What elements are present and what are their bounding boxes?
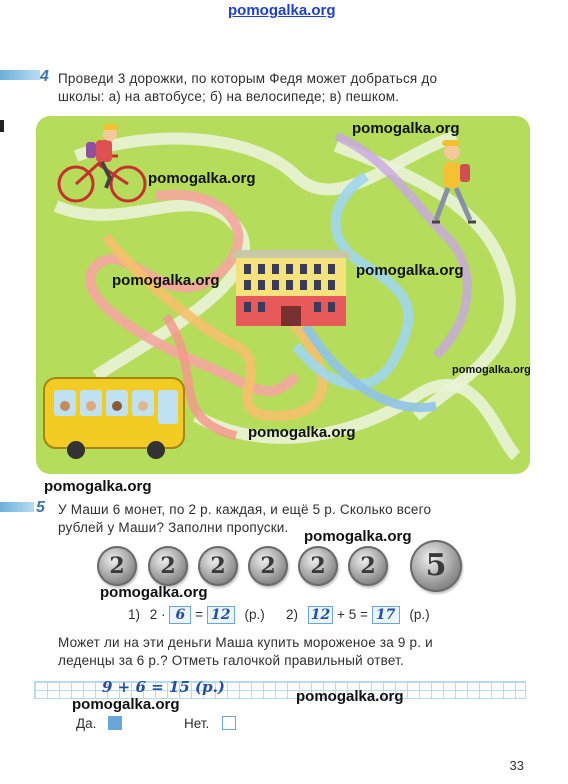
watermark-coins-2[interactable]: pomogalka.org (100, 584, 208, 601)
answer-grid (34, 681, 526, 699)
coin-value: 5 (425, 548, 447, 583)
bus (43, 377, 185, 459)
eq2-unit: (р.) (409, 607, 430, 622)
equation-2: 2) 12 + 5 = 17 (р.) (286, 606, 430, 624)
eq1-a: 2 (149, 607, 158, 622)
task5-line2: рублей у Маши? Заполни пропуски. (58, 520, 289, 535)
task4-number: 4 (40, 68, 49, 85)
eq1-label: 1) (128, 607, 141, 622)
coin-value: 2 (360, 553, 376, 579)
eq1-result-field[interactable]: 12 (206, 606, 235, 624)
task5-number: 5 (36, 499, 45, 516)
eq1-eq: = (195, 607, 203, 622)
task5-strip (0, 502, 34, 512)
task4-line1: Проведи 3 дорожки, по которым Федя может… (58, 71, 438, 86)
eq1-b-field[interactable]: 6 (169, 606, 192, 624)
coin-2-rub: 2 (198, 546, 238, 586)
eq2-a-field[interactable]: 12 (307, 606, 334, 624)
yes-checkbox[interactable] (108, 716, 122, 730)
eq2-eq: = (359, 607, 368, 622)
watermark-maze-3[interactable]: pomogalka.org (112, 272, 220, 289)
yes-label: Да. (76, 716, 97, 731)
answer-text[interactable]: 9 + 6 = 15 (р.) (102, 678, 225, 696)
eq1-op: · (161, 607, 166, 622)
coin-2-rub: 2 (248, 546, 288, 586)
coin-5-rub: 5 (410, 540, 462, 592)
task4-line2: школы: а) на автобусе; б) на велосипеде;… (58, 89, 400, 104)
coin-value: 2 (310, 553, 326, 579)
question-line1: Может ли на эти деньги Маша купить морож… (58, 635, 433, 650)
coin-value: 2 (260, 553, 276, 579)
task5-line1: У Маши 6 монет, по 2 р. каждая, и ещё 5 … (58, 502, 432, 517)
cyclist (57, 124, 147, 203)
school-windows (244, 264, 335, 312)
watermark-coins-1[interactable]: pomogalka.org (304, 528, 412, 545)
coin-2-rub: 2 (348, 546, 388, 586)
side-marker (0, 120, 4, 132)
eq2-b: 5 (348, 607, 357, 622)
no-label: Нет. (184, 716, 210, 731)
question-line2: леденцы за 6 р.? Отметь галочкой правиль… (58, 653, 404, 668)
eq2-result-field[interactable]: 17 (371, 606, 400, 624)
eq1-unit: (р.) (244, 607, 265, 622)
walking-boy (432, 140, 476, 224)
watermark-task5[interactable]: pomogalka.org (44, 478, 152, 495)
coin-value: 2 (160, 553, 176, 579)
page-number: 33 (509, 758, 524, 773)
eq2-op: + (337, 607, 345, 622)
watermark-answer-2[interactable]: pomogalka.org (296, 688, 404, 705)
coin-2-rub: 2 (298, 546, 338, 586)
maze-paths (43, 124, 521, 461)
coin-value: 2 (109, 553, 125, 579)
watermark-maze-4[interactable]: pomogalka.org (356, 262, 464, 279)
watermark-maze-1[interactable]: pomogalka.org (352, 120, 460, 137)
equation-1: 1) 2 · 6 = 12 (р.) (128, 606, 265, 624)
no-checkbox[interactable] (222, 716, 236, 730)
coin-2-rub: 2 (97, 546, 137, 586)
school-building (230, 250, 352, 326)
task4-strip (0, 70, 40, 80)
watermark-top[interactable]: pomogalka.org (228, 2, 336, 19)
coin-value: 2 (210, 553, 226, 579)
watermark-answer-1[interactable]: pomogalka.org (72, 696, 180, 713)
watermark-maze-6[interactable]: pomogalka.org (248, 424, 356, 441)
watermark-maze-5[interactable]: pomogalka.org (452, 364, 530, 376)
maze-illustration: pomogalka.org pomogalka.org pomogalka.or… (36, 116, 530, 474)
coin-2-rub: 2 (148, 546, 188, 586)
eq2-label: 2) (286, 607, 299, 622)
watermark-maze-2[interactable]: pomogalka.org (148, 170, 256, 187)
